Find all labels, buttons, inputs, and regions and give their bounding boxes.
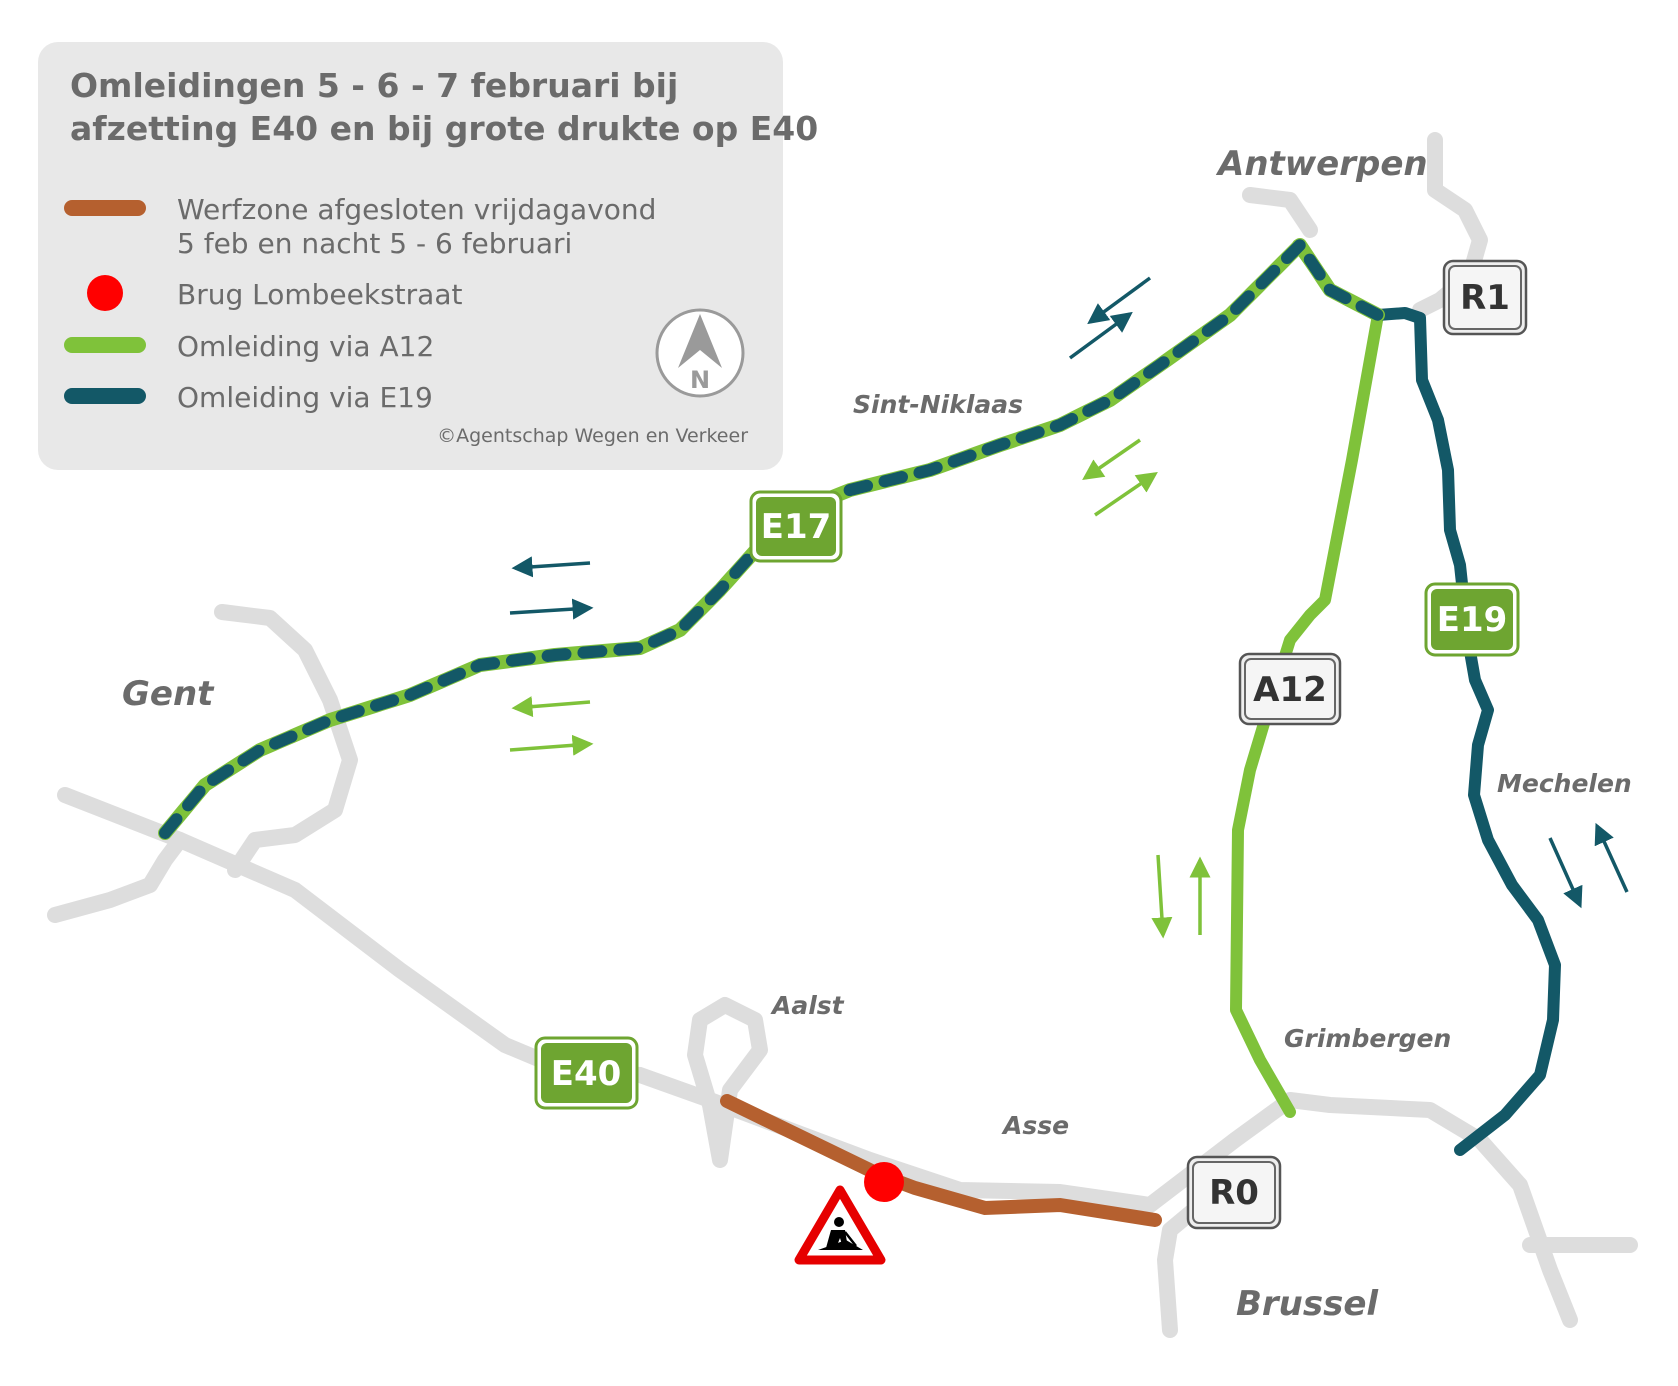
detour-e19-route [1372,307,1561,1156]
arrow-e19-blue-s [1548,837,1583,909]
road-brussel-ring-west [1157,1197,1208,1338]
shield-e19: E19 [1424,582,1520,657]
town-label-mechelen: Mechelen [1497,769,1632,798]
legend-label-worksite-line1: Werfzone afgesloten vrijdagavond [177,193,656,226]
bridge-marker [864,1162,904,1202]
arrow-e17-green-ne [1094,472,1158,517]
road-aalst-loop [687,997,768,1168]
legend-credit: ©Agentschap Wegen en Verkeer [437,425,748,447]
road-gent-ring-north [214,604,358,878]
arrow-a12-green-s [1151,854,1173,939]
legend-title-line1: Omleidingen 5 - 6 - 7 februari bij [70,66,678,105]
arrow-west-blue-w [511,556,591,578]
shield-a12: A12 [1238,652,1342,726]
shield-r0: R0 [1186,1155,1282,1230]
legend-panel: Omleidingen 5 - 6 - 7 februari bij afzet… [38,42,818,470]
arrow-sintniklaas-blue-ne [1068,311,1133,360]
arrow-west-green-e [509,734,594,756]
shield-e40: E40 [534,1036,639,1110]
arrow-e19-blue-n [1594,822,1629,893]
compass-letter: N [690,366,710,394]
town-label-aalst: Aalst [770,991,845,1020]
road-antwerpen-nw [1242,187,1318,238]
road-gent-south [47,832,188,923]
worksite-segment [720,1094,1162,1227]
legend-swatch-bridge [87,275,123,311]
road-antwerpen-ne [1412,132,1488,318]
shield-r1: R1 [1442,259,1528,336]
town-label-asse: Asse [1001,1111,1069,1140]
arrow-west-green-w [511,696,591,718]
arrow-e17-green-sw [1082,438,1141,480]
shield-r1-label: R1 [1460,278,1510,318]
roadworks-warning-icon [794,1185,886,1265]
arrow-sintniklaas-blue-sw [1087,276,1152,325]
legend-label-e19: Omleiding via E19 [177,381,433,414]
legend-label-bridge: Brug Lombeekstraat [177,278,462,311]
city-label-brussel: Brussel [1236,1284,1379,1324]
town-label-sint-niklaas: Sint-Niklaas [853,390,1023,419]
town-label-grimbergen: Grimbergen [1284,1024,1451,1053]
direction-arrows [509,276,1629,939]
legend-label-worksite-line2: 5 feb en nacht 5 - 6 februari [177,227,572,260]
shield-e17-label: E17 [761,507,832,547]
city-label-gent: Gent [122,674,215,714]
shield-e40-label: E40 [551,1054,622,1094]
shield-e19-label: E19 [1437,600,1508,640]
shield-r0-label: R0 [1209,1173,1259,1213]
legend-title-line2: afzetting E40 en bij grote drukte op E40 [70,109,818,148]
arrow-west-blue-e [509,598,594,620]
city-label-antwerpen: Antwerpen [1215,144,1428,184]
shield-a12-label: A12 [1253,670,1327,710]
legend-label-a12: Omleiding via A12 [177,330,434,363]
shield-e17: E17 [749,490,843,563]
north-compass-icon: N [655,308,745,398]
